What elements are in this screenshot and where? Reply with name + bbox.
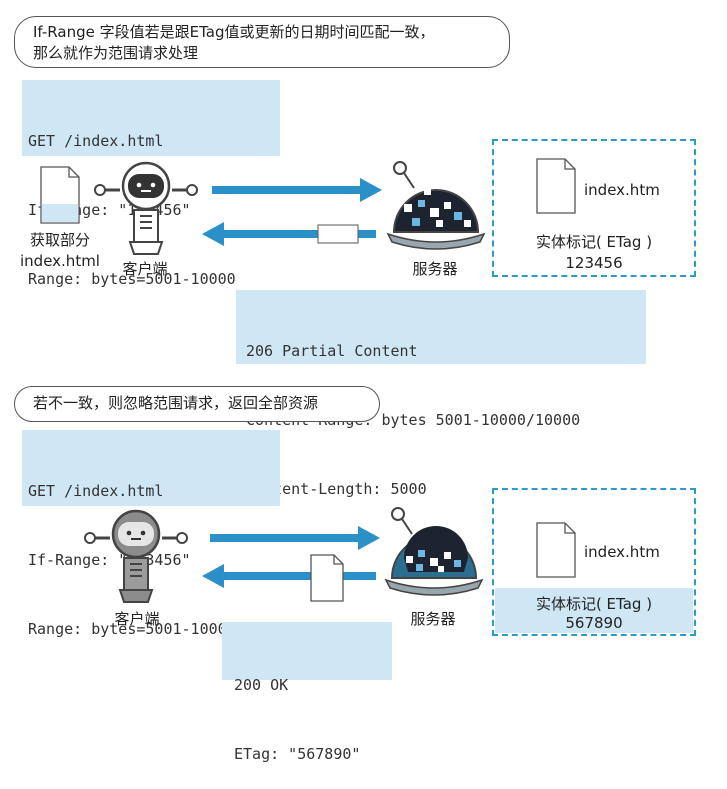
document-icon (536, 158, 576, 214)
request-line: Range: bytes=5001-10000 (28, 270, 236, 288)
client-caption-line1: 获取部分 (29, 231, 90, 249)
response-line: 206 Partial Content (246, 342, 418, 360)
entity-tag-value: 567890 (565, 614, 623, 632)
entity-tag-value: 123456 (565, 254, 623, 272)
request-line: GET /index.html (28, 482, 164, 500)
server-resource-box (492, 488, 696, 636)
request-line: Range: bytes=5001-10000 (28, 620, 236, 638)
request-arrow (210, 526, 380, 550)
resource-file-name: index.htm (584, 543, 660, 561)
server-robot-icon (386, 161, 486, 250)
condition-note-line2: 那么就作为范围请求处理 (33, 44, 199, 62)
response-line: ETag: "567890" (234, 745, 361, 763)
request-box-1: GET /index.html If-Range: "123456" Range… (22, 80, 280, 288)
document-icon (536, 522, 576, 578)
entity-tag-highlight (495, 588, 693, 633)
entity-tag-label: 实体标记( ETag ) (535, 595, 653, 613)
request-arrow (212, 178, 382, 202)
server-label: 服务器 (412, 260, 458, 278)
response-arrow (202, 222, 376, 246)
partial-document-icon (40, 166, 80, 224)
condition-note-line1: If-Range 字段值若是跟ETag值或更新的日期时间匹配一致， (33, 23, 435, 41)
server-label: 服务器 (410, 610, 456, 628)
client-label: 客户端 (114, 610, 160, 628)
request-line: GET /index.html (28, 132, 164, 150)
response-arrow (202, 564, 376, 588)
request-box-2: GET /index.html If-Range: "123456" Range… (22, 430, 280, 638)
response-box-1: 206 Partial Content Content-Range: bytes… (236, 290, 646, 498)
response-line: 200 OK (234, 676, 289, 694)
client-caption-line2: index.html (20, 252, 100, 270)
mismatch-note-text: 若不一致，则忽略范围请求，返回全部资源 (33, 394, 319, 412)
client-robot-icon (84, 509, 188, 603)
client-caption: 获取部分 index.html (12, 230, 108, 272)
condition-note-bubble: If-Range 字段值若是跟ETag值或更新的日期时间匹配一致， 那么就作为范… (14, 16, 510, 68)
entity-tag-label: 实体标记( ETag ) (535, 233, 653, 251)
response-box-2: 200 OK ETag: "567890" (222, 622, 392, 763)
server-resource-box (492, 139, 696, 277)
client-label: 客户端 (122, 260, 168, 278)
server-robot-icon (384, 507, 484, 596)
resource-file-name: index.htm (584, 181, 660, 199)
mismatch-note-bubble: 若不一致，则忽略范围请求，返回全部资源 (14, 386, 380, 422)
full-document-icon (310, 554, 344, 602)
client-robot-icon (94, 161, 198, 255)
